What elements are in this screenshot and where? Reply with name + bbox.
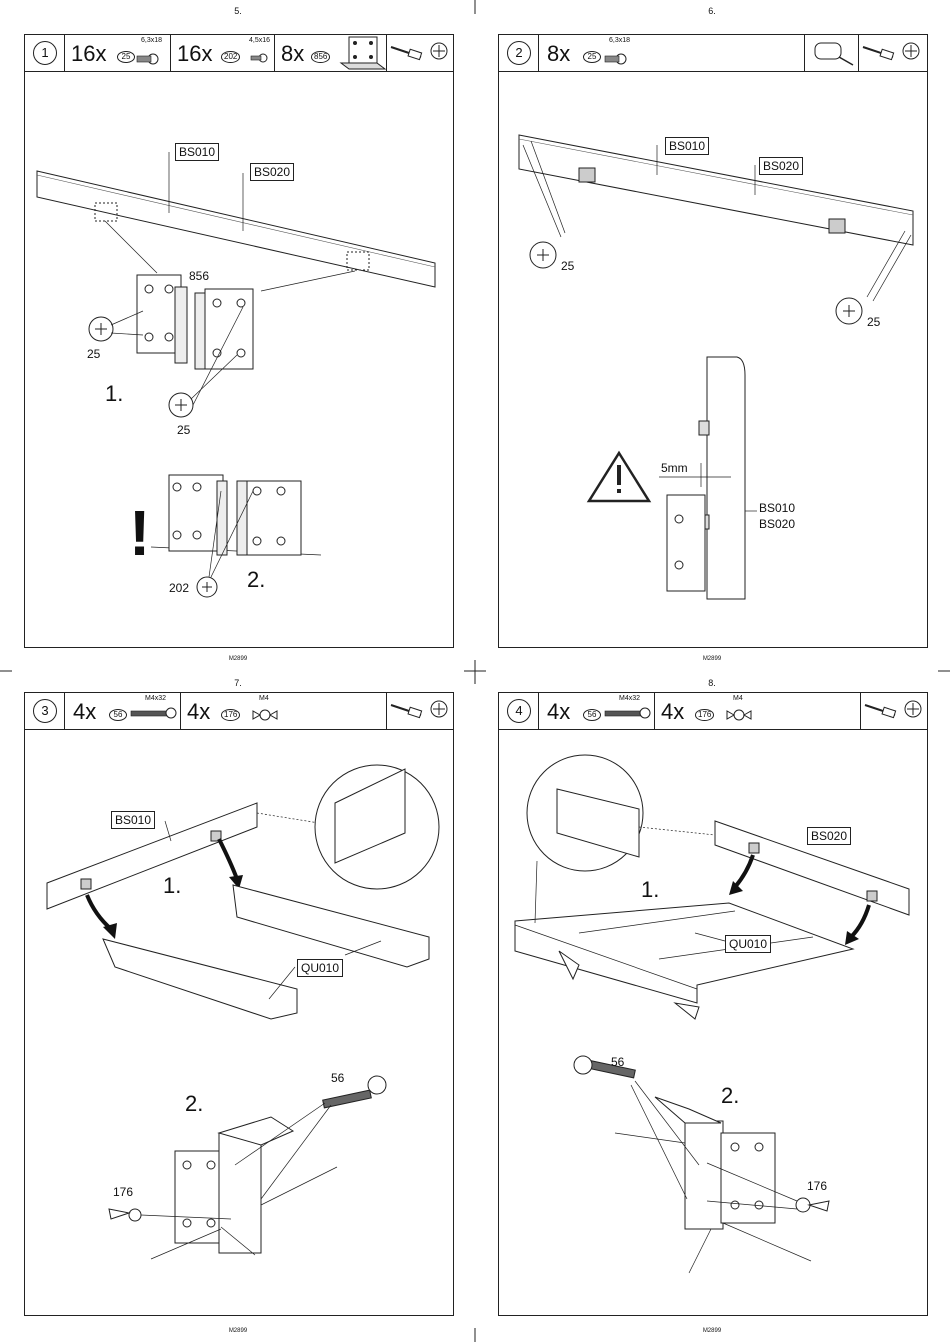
side-label-bs010: BS010 xyxy=(759,501,795,515)
substep-2: 2. xyxy=(721,1083,739,1109)
substep-2: 2. xyxy=(185,1091,203,1117)
step-illustration xyxy=(25,693,455,1317)
page-number-5: 5. xyxy=(218,6,258,16)
manufacturer-code: M2899 xyxy=(692,656,732,662)
side-label-bs020: BS020 xyxy=(759,517,795,531)
callout-202: 202 xyxy=(169,581,189,595)
part-label-bs010: BS010 xyxy=(665,137,709,155)
part-label-bs020: BS020 xyxy=(759,157,803,175)
manufacturer-code: M2899 xyxy=(692,1328,732,1334)
warning-exclamation: ! xyxy=(129,501,150,565)
part-label-qu010: QU010 xyxy=(297,959,343,977)
page-number-6: 6. xyxy=(692,6,732,16)
step-illustration xyxy=(25,35,455,649)
callout-176: 176 xyxy=(113,1185,133,1199)
assembly-step-panel-2: 2 8x 25 6,3x18 xyxy=(498,34,928,648)
callout-25: 25 xyxy=(867,315,880,329)
substep-1: 1. xyxy=(105,381,123,407)
callout-856: 856 xyxy=(189,269,209,283)
callout-176: 176 xyxy=(807,1179,827,1193)
part-label-bs010: BS010 xyxy=(175,143,219,161)
measurement-5mm: 5mm xyxy=(661,461,688,475)
manufacturer-code: M2899 xyxy=(218,656,258,662)
callout-25: 25 xyxy=(177,423,190,437)
substep-1: 1. xyxy=(163,873,181,899)
substep-1: 1. xyxy=(641,877,659,903)
assembly-step-panel-3: 3 4x 56 M4x32 4x 176 M4 xyxy=(24,692,454,1316)
substep-2: 2. xyxy=(247,567,265,593)
part-label-bs010: BS010 xyxy=(111,811,155,829)
step-illustration xyxy=(499,693,929,1317)
part-label-bs020: BS020 xyxy=(807,827,851,845)
callout-25: 25 xyxy=(87,347,100,361)
part-label-bs020: BS020 xyxy=(250,163,294,181)
manufacturer-code: M2899 xyxy=(218,1328,258,1334)
callout-56: 56 xyxy=(331,1071,344,1085)
page-number-7: 7. xyxy=(218,678,258,688)
assembly-step-panel-4: 4 4x 56 M4x32 4x 176 M4 xyxy=(498,692,928,1316)
step-illustration xyxy=(499,35,929,649)
callout-56: 56 xyxy=(611,1055,624,1069)
part-label-qu010: QU010 xyxy=(725,935,771,953)
page-number-8: 8. xyxy=(692,678,732,688)
assembly-step-panel-1: 1 16x 25 6,3x18 16x 202 4,5x16 8x 856 xyxy=(24,34,454,648)
callout-25: 25 xyxy=(561,259,574,273)
